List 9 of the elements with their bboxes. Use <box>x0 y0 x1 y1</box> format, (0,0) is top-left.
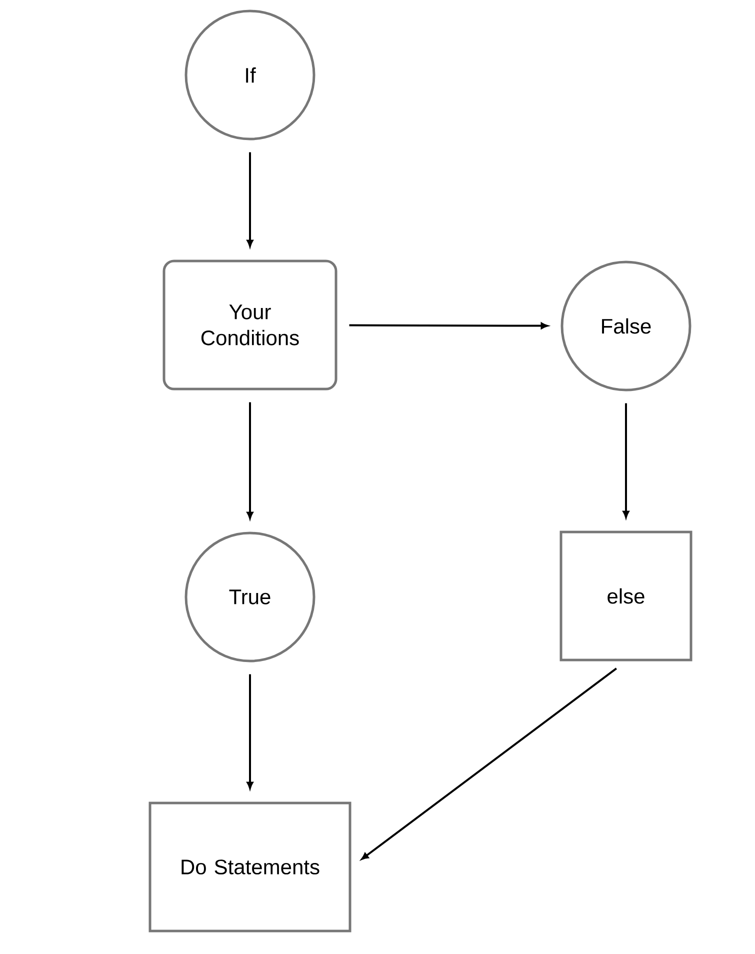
arrow <box>349 322 548 329</box>
arrow <box>622 403 630 518</box>
process-box: Do Statements <box>148 802 352 932</box>
arrow <box>246 152 254 247</box>
arrow <box>246 674 254 789</box>
process-box: else <box>560 530 692 662</box>
arrow <box>361 668 617 860</box>
arrow <box>246 402 254 519</box>
condition-box: Your Conditions <box>162 260 338 390</box>
